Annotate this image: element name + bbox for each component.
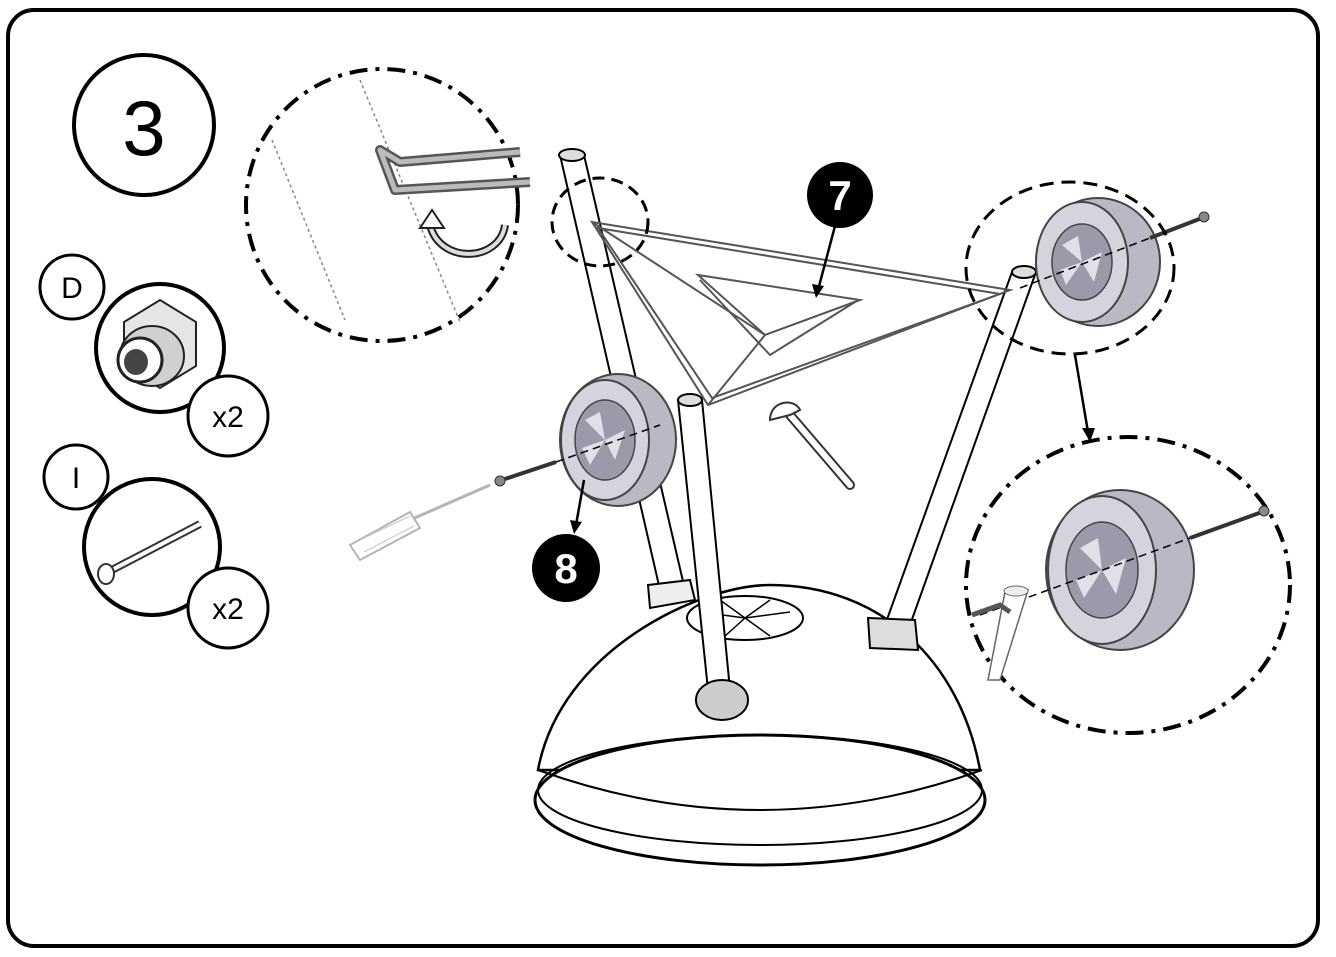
part-d-quantity: x2 xyxy=(212,401,244,434)
step-badge: 3 xyxy=(72,53,216,197)
part-i-group: I x2 xyxy=(42,443,270,650)
instruction-panel-frame xyxy=(6,8,1320,948)
grill-bowl xyxy=(533,583,987,867)
callout-8-number: 8 xyxy=(554,545,577,592)
wheel-location-marker xyxy=(964,180,1176,356)
callout-7: 7 xyxy=(807,162,873,298)
right-bolt xyxy=(1019,211,1210,289)
part-d-group: D x2 xyxy=(38,253,270,458)
part-d-letter: D xyxy=(61,272,83,305)
rotate-arrow-icon xyxy=(418,208,509,258)
bolt-icon xyxy=(97,520,202,585)
wire-rack xyxy=(589,220,1014,407)
callout-7-number: 7 xyxy=(828,172,851,219)
part-i-quantity: x2 xyxy=(212,593,244,626)
right-wheel xyxy=(1035,197,1161,327)
screwdriver-icon xyxy=(348,483,491,562)
wrench-icon xyxy=(768,401,855,490)
left-bolt xyxy=(494,424,661,487)
step-number: 3 xyxy=(122,84,165,172)
part-i-letter: I xyxy=(72,462,80,495)
hook-detail-view xyxy=(244,67,531,343)
callout-8: 8 xyxy=(532,479,600,602)
wheel-detail-view xyxy=(964,435,1292,735)
hook-location-marker xyxy=(550,176,650,268)
nylon-lock-nut-icon xyxy=(116,298,197,390)
